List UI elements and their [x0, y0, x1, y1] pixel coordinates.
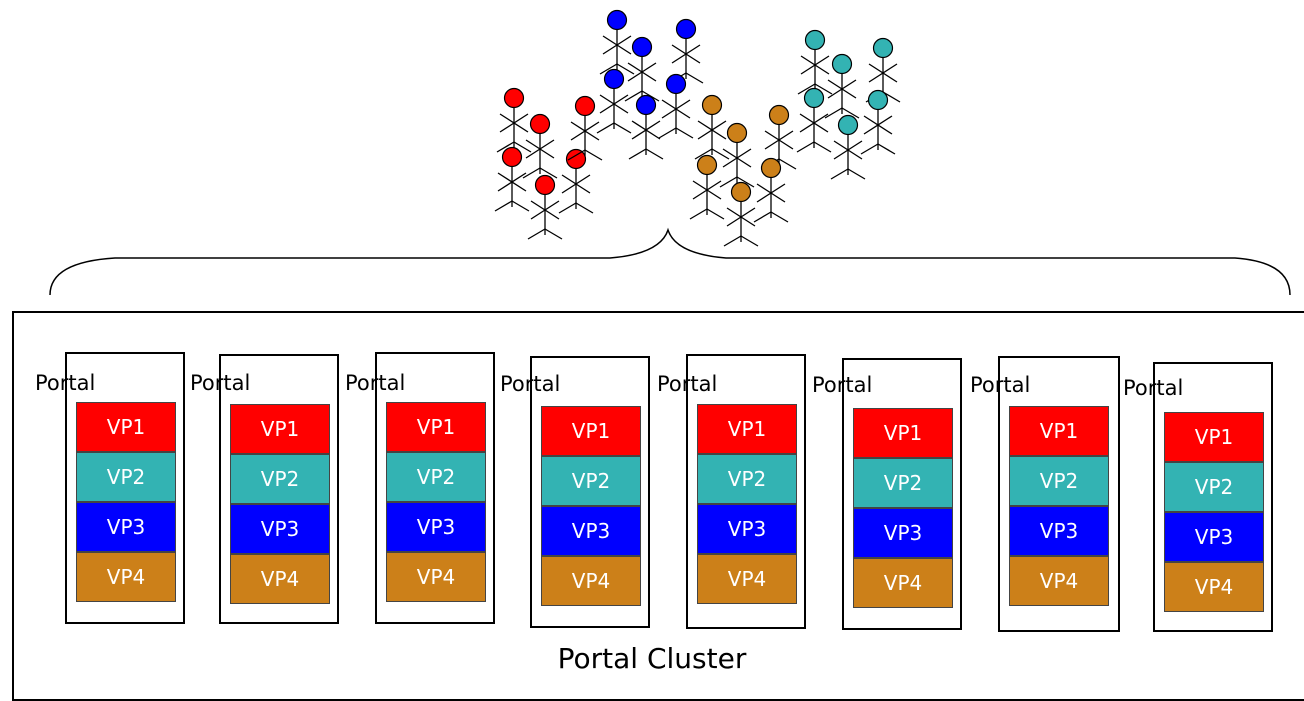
portal-label: Portal: [657, 372, 718, 396]
vp-block-4: VP4: [1009, 556, 1109, 606]
user-icon: [599, 9, 635, 75]
user-icon: [865, 37, 901, 103]
user-icon: [830, 114, 866, 180]
user-icon: [522, 113, 558, 179]
vp-block-2: VP2: [1164, 462, 1264, 512]
vp-block-3: VP3: [1164, 512, 1264, 562]
vp-block-2: VP2: [230, 454, 330, 504]
vp-block-4: VP4: [230, 554, 330, 604]
user-icon: [668, 18, 704, 84]
portal-cluster-label: Portal Cluster: [557, 642, 747, 675]
vp-block-1: VP1: [853, 408, 953, 458]
vp-block-4: VP4: [76, 552, 176, 602]
vp-block-1: VP1: [1164, 412, 1264, 462]
vp-block-4: VP4: [1164, 562, 1264, 612]
portal-label: Portal: [35, 371, 96, 395]
user-icon: [527, 174, 563, 240]
vp-block-2: VP2: [541, 456, 641, 506]
vp-block-4: VP4: [697, 554, 797, 604]
vp-block-4: VP4: [853, 558, 953, 608]
user-icon: [624, 36, 660, 102]
vp-block-3: VP3: [1009, 506, 1109, 556]
portal-label: Portal: [970, 373, 1031, 397]
vp-block-1: VP1: [1009, 406, 1109, 456]
user-icon: [496, 87, 532, 153]
user-icon: [658, 73, 694, 139]
user-population: [494, 9, 901, 247]
user-icon: [824, 53, 860, 119]
user-icon: [860, 89, 896, 155]
portal-label: Portal: [812, 373, 873, 397]
user-icon: [719, 122, 755, 188]
user-icon: [494, 146, 530, 212]
vp-block-3: VP3: [386, 502, 486, 552]
user-icon: [796, 87, 832, 153]
vp-block-3: VP3: [697, 504, 797, 554]
user-icon: [628, 94, 664, 160]
vp-block-2: VP2: [853, 458, 953, 508]
user-icon: [596, 68, 632, 134]
vp-block-1: VP1: [541, 406, 641, 456]
vp-block-1: VP1: [697, 404, 797, 454]
vp-block-3: VP3: [76, 502, 176, 552]
user-icon: [797, 29, 833, 95]
portal-label: Portal: [500, 372, 561, 396]
vp-block-4: VP4: [541, 556, 641, 606]
vp-block-2: VP2: [1009, 456, 1109, 506]
vp-block-3: VP3: [541, 506, 641, 556]
vp-block-2: VP2: [697, 454, 797, 504]
user-icon: [694, 94, 730, 160]
portal-label: Portal: [190, 371, 251, 395]
vp-block-4: VP4: [386, 552, 486, 602]
vp-block-3: VP3: [853, 508, 953, 558]
user-icon: [753, 157, 789, 223]
user-icon: [761, 104, 797, 170]
user-icon: [567, 95, 603, 161]
portal-label: Portal: [345, 371, 406, 395]
vp-block-2: VP2: [386, 452, 486, 502]
grouping-brace: [49, 227, 1291, 296]
user-icon: [689, 154, 725, 220]
vp-block-1: VP1: [230, 404, 330, 454]
portal-label: Portal: [1123, 376, 1184, 400]
vp-block-3: VP3: [230, 504, 330, 554]
user-icon: [558, 148, 594, 214]
vp-block-1: VP1: [386, 402, 486, 452]
vp-block-2: VP2: [76, 452, 176, 502]
user-icon: [723, 181, 759, 247]
vp-block-1: VP1: [76, 402, 176, 452]
